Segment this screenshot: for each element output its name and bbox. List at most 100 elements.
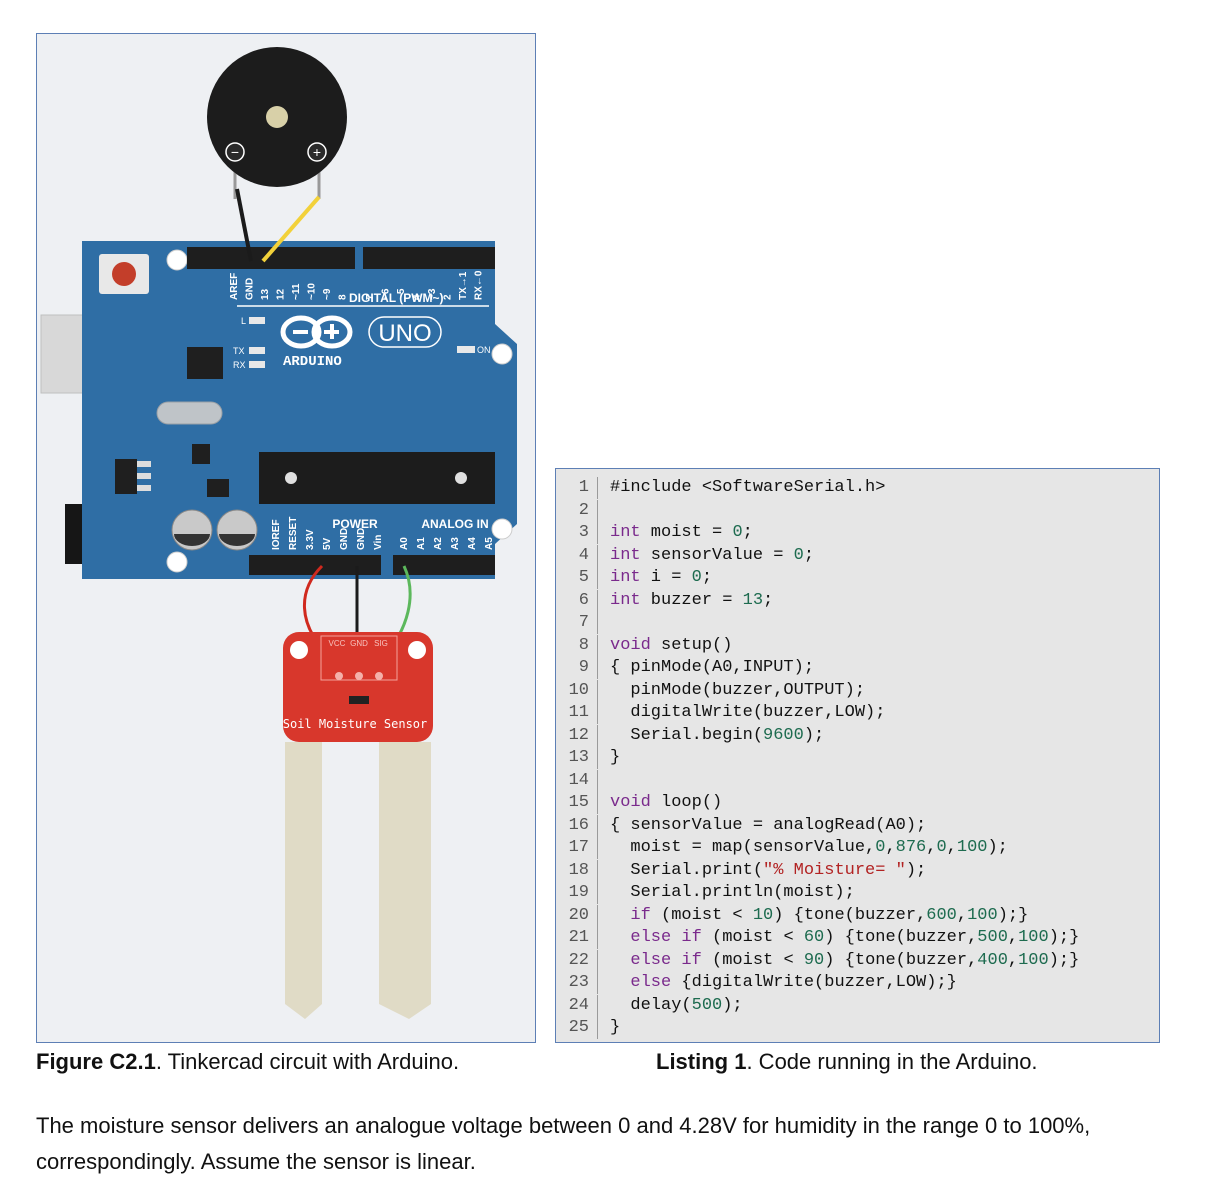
code-token: { pinMode(A0,INPUT); [610,658,815,677]
line-number: 4 [556,544,598,567]
code-token: {digitalWrite(buzzer,LOW);} [671,973,957,992]
code-token: ) {tone(buzzer, [824,928,978,947]
code-token: 10 [752,905,774,925]
line-number: 23 [556,972,598,994]
code-line: 24 delay(500); [556,994,743,1017]
pin-label: 5V [322,537,333,550]
power-header [249,555,381,575]
code-line: 21 else if (moist < 60) {tone(buzzer,500… [556,927,1079,949]
code-token: 0 [875,838,886,857]
code-token: sensorValue = [640,545,794,565]
pin-label: 12 [276,288,287,300]
crystal [156,401,223,425]
reset-button [112,262,136,286]
pin-label: 2 [443,294,454,300]
line-number: 12 [556,724,598,747]
pin-label: ~6 [381,288,392,300]
line-number: 17 [556,837,598,859]
code-token: , [926,838,937,857]
line-number: 19 [556,882,598,904]
code-token: , [946,838,957,857]
code-token: int [610,523,641,542]
pin-label: A5 [484,537,495,550]
analog-label: ANALOG IN [421,517,488,531]
code-token: );} [1048,950,1080,970]
code-line: 11 digitalWrite(buzzer,LOW); [556,702,885,724]
code-line: 16{ sensorValue = analogRead(A0); [556,814,927,837]
code-token: 0 [691,568,702,587]
pin-label: A4 [467,537,478,550]
code-token: 100 [1018,950,1049,970]
code-token: 13 [742,590,764,610]
code-token: ); [987,838,1008,857]
line-number: 15 [556,792,598,814]
line-number: 25 [556,1017,598,1039]
code-token: , [1007,928,1019,947]
rx-led-label: RX [233,360,246,370]
pin-label: GND [339,528,350,550]
code-line: 7 [556,612,610,634]
code-token: "% Moisture= " [763,860,906,880]
code-token: { sensorValue = analogRead(A0); [610,815,927,835]
code-token: );} [997,905,1029,925]
code-token: ; [763,590,774,610]
code-token [610,906,630,925]
pin-label: ~11 [291,283,302,300]
pin-label: A0 [399,537,410,550]
code-line: 10 pinMode(buzzer,OUTPUT); [556,679,865,702]
line-number: 8 [556,634,598,657]
pin-label: 3.3V [305,529,316,550]
code-token: 600 [926,905,957,925]
code-line: 2 [556,499,610,522]
code-token: (moist < [701,950,804,970]
code-line: 22 else if (moist < 90) {tone(buzzer,400… [556,949,1080,972]
code-token: 0 [793,545,804,565]
code-line: 23 else {digitalWrite(buzzer,LOW);} [556,972,957,994]
code-token: ); [905,860,927,880]
sensor-pin-label: SIG [374,639,388,648]
buzzer-minus-label: − [231,144,239,160]
code-token: } [610,1018,621,1037]
sensor-label: Soil Moisture Sensor [283,717,428,731]
line-number: 22 [556,949,598,972]
code-token [610,973,630,992]
code-token: 0 [732,523,743,542]
code-line: 18 Serial.print("% Moisture= "); [556,859,927,882]
code-token: moist = [640,523,733,542]
code-token: 90 [803,950,825,970]
code-token: ) {tone(buzzer, [773,905,927,925]
pin-label: A3 [450,537,461,550]
line-number: 2 [556,499,598,522]
pin-label: GND [245,278,256,300]
sensor-pin-label: GND [350,639,368,648]
pin-label: 7 [365,294,376,300]
code-token: loop() [650,793,723,812]
code-token: i = [640,568,692,587]
code-token: ); [803,725,825,745]
code-token: ) {tone(buzzer, [824,950,978,970]
line-number: 13 [556,747,598,769]
line-number: 3 [556,522,598,544]
arduino-logo: UNO ARDUINO [280,315,442,370]
usb-chip [187,347,223,379]
code-line: 12 Serial.begin(9600); [556,724,825,747]
code-token: 100 [967,905,998,925]
code-token: , [956,905,968,925]
pin-label: ~10 [307,283,318,300]
digital-header-1 [187,247,355,269]
code-token: moist = map(sensorValue, [610,838,876,857]
code-token: setup() [650,635,733,655]
code-token: Serial.println(moist); [610,883,855,902]
code-token: else if [630,928,702,947]
pin-label: 8 [338,294,349,300]
code-token: if [630,905,651,925]
